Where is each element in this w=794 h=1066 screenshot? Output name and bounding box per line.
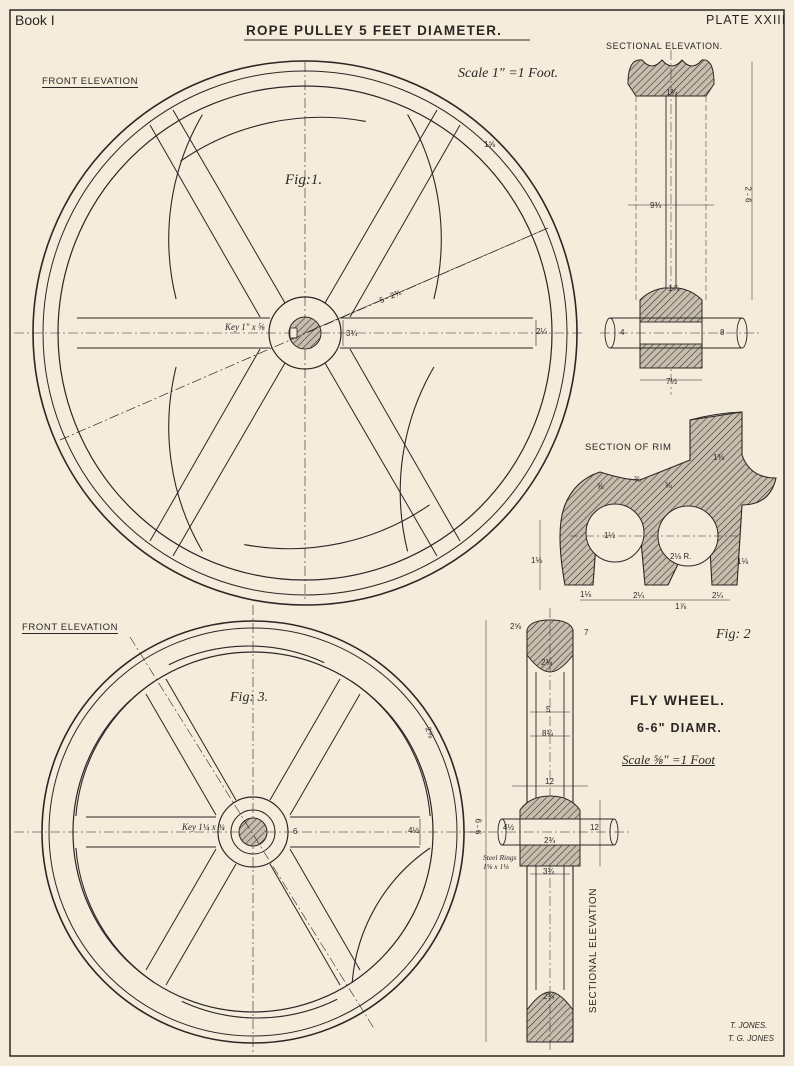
flywheel-diameter: 6-6" DIAMR. xyxy=(637,721,723,735)
dim-rim-k: ⅜ xyxy=(665,481,672,490)
plate-label: PLATE XXIII xyxy=(706,13,787,27)
dim-sec-shaft: 8 xyxy=(720,328,725,337)
flywheel-sectional-elevation-label: SECTIONAL ELEVATION xyxy=(588,887,600,1014)
fig3-flywheel-front-elevation xyxy=(14,605,480,1055)
dim-rim-c: 1½ xyxy=(604,531,616,540)
rope-section-left xyxy=(585,503,645,563)
flywheel-sectional-elevation xyxy=(470,608,630,1050)
book-label: Book I xyxy=(15,12,55,28)
pulley-sectional-elevation xyxy=(600,50,760,395)
pulley-outer-rim xyxy=(32,60,578,606)
fw-dim-sec-hub: 3¾ xyxy=(543,867,555,876)
fw-dim-sec-eight: 8¾ xyxy=(542,729,554,738)
fw-dim-sec-rim: 2¾ xyxy=(541,658,553,667)
dim-sec-bore: 4 xyxy=(620,328,625,337)
fw-dim-key: Key 1¼ x ¾ xyxy=(182,822,225,832)
credit-line-1: T. JONES. xyxy=(730,1021,768,1030)
fw-dim-hub: 6 xyxy=(293,827,298,836)
dim-sec-hub: 7½ xyxy=(666,377,678,386)
flywheel-outer-rim xyxy=(41,620,465,1044)
dim-sec-top: 1¾ xyxy=(666,88,678,97)
sheet-border xyxy=(9,9,785,1057)
dim-rim-g: 2¼ xyxy=(633,591,645,600)
pulley-sectional-elevation-label: SECTIONAL ELEVATION. xyxy=(606,41,723,51)
fw-dim-sec-shaft: 2¾ xyxy=(544,836,556,845)
flywheel-front-elevation-label: FRONT ELEVATION xyxy=(22,622,119,634)
flywheel-title: FLY WHEEL. xyxy=(630,692,726,708)
dim-sec-web: 9¾ xyxy=(650,201,662,210)
fw-dim-sec-twelve-a: 12 xyxy=(545,777,554,786)
dim-key: Key 1" x ⅝ xyxy=(225,322,265,332)
dim-rim-l: 1⅛ xyxy=(580,590,592,599)
fw-dim-steel-rings: Steel Rings 1⅝ x 1⅛ xyxy=(483,853,517,871)
dim-rim-h: 2¼ xyxy=(712,591,724,600)
pulley-scale: Scale 1" =1 Foot. xyxy=(458,66,559,81)
dim-rim-b: ⅜ xyxy=(634,475,641,484)
dim-rim-thickness: 1⅝ xyxy=(484,140,496,149)
page-title: ROPE PULLEY 5 FEET DIAMETER. xyxy=(246,23,503,38)
fw-dim-sec-seven: 7 xyxy=(584,628,589,637)
section-of-rim-label: SECTION OF RIM xyxy=(585,442,672,453)
dim-arm: 2¼ xyxy=(536,327,548,336)
fw-dim-sec-bottom: 2¾ xyxy=(543,992,555,1001)
fig1-label: Fig:1. xyxy=(285,172,323,188)
fw-dim-sec-overall: 6 - 6 xyxy=(473,818,483,835)
fw-dim-sec-five: 5 xyxy=(546,705,551,714)
dim-rim-f: 1⅛ xyxy=(737,557,749,566)
fig1-pulley-front-elevation xyxy=(14,60,585,606)
dim-sec-bore-mark: 1⅞ xyxy=(668,284,680,293)
fw-dim-sec-bore: 4½ xyxy=(503,823,515,832)
section-of-rim xyxy=(539,411,777,601)
pulley-front-elevation-label: FRONT ELEVATION xyxy=(42,76,139,88)
dim-sec-height: 2 - 6 xyxy=(743,186,753,203)
dim-rim-e: 1⅛ xyxy=(531,556,543,565)
fw-dim-sec-twelve-b: 12 xyxy=(590,823,599,832)
flywheel-scale: Scale ⅝" =1 Foot xyxy=(622,752,715,767)
credit-line-2: T. G. JONES xyxy=(728,1034,774,1043)
dim-rim-i: 1⅞ xyxy=(675,602,687,611)
fw-dim-sec-top: 2⅝ xyxy=(510,622,522,631)
dim-rim-d: 2⅛ R. xyxy=(670,552,692,561)
dim-hub: 3¾ xyxy=(346,329,358,338)
fw-dim-arm: 4½ xyxy=(408,826,420,835)
dim-rim-j: ⅝ xyxy=(597,482,604,491)
dim-rim-a: 1⅜ xyxy=(713,453,725,462)
fig3-label: Fig: 3. xyxy=(230,690,269,705)
fig2-label: Fig: 2 xyxy=(716,627,751,642)
